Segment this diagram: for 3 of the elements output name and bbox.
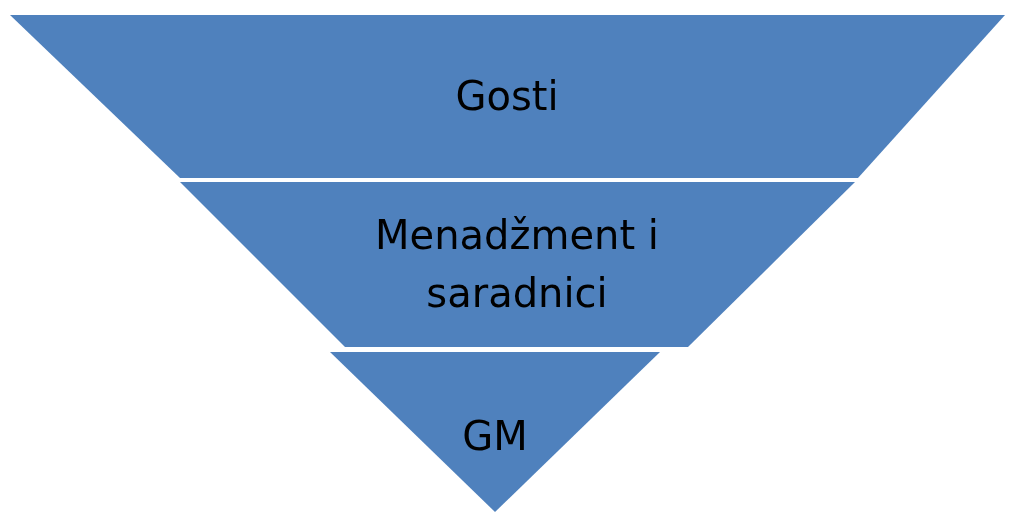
band-label: GM	[462, 412, 528, 461]
band-label: Gosti	[455, 72, 559, 121]
band-label: Menadžment i saradnici	[374, 211, 660, 318]
